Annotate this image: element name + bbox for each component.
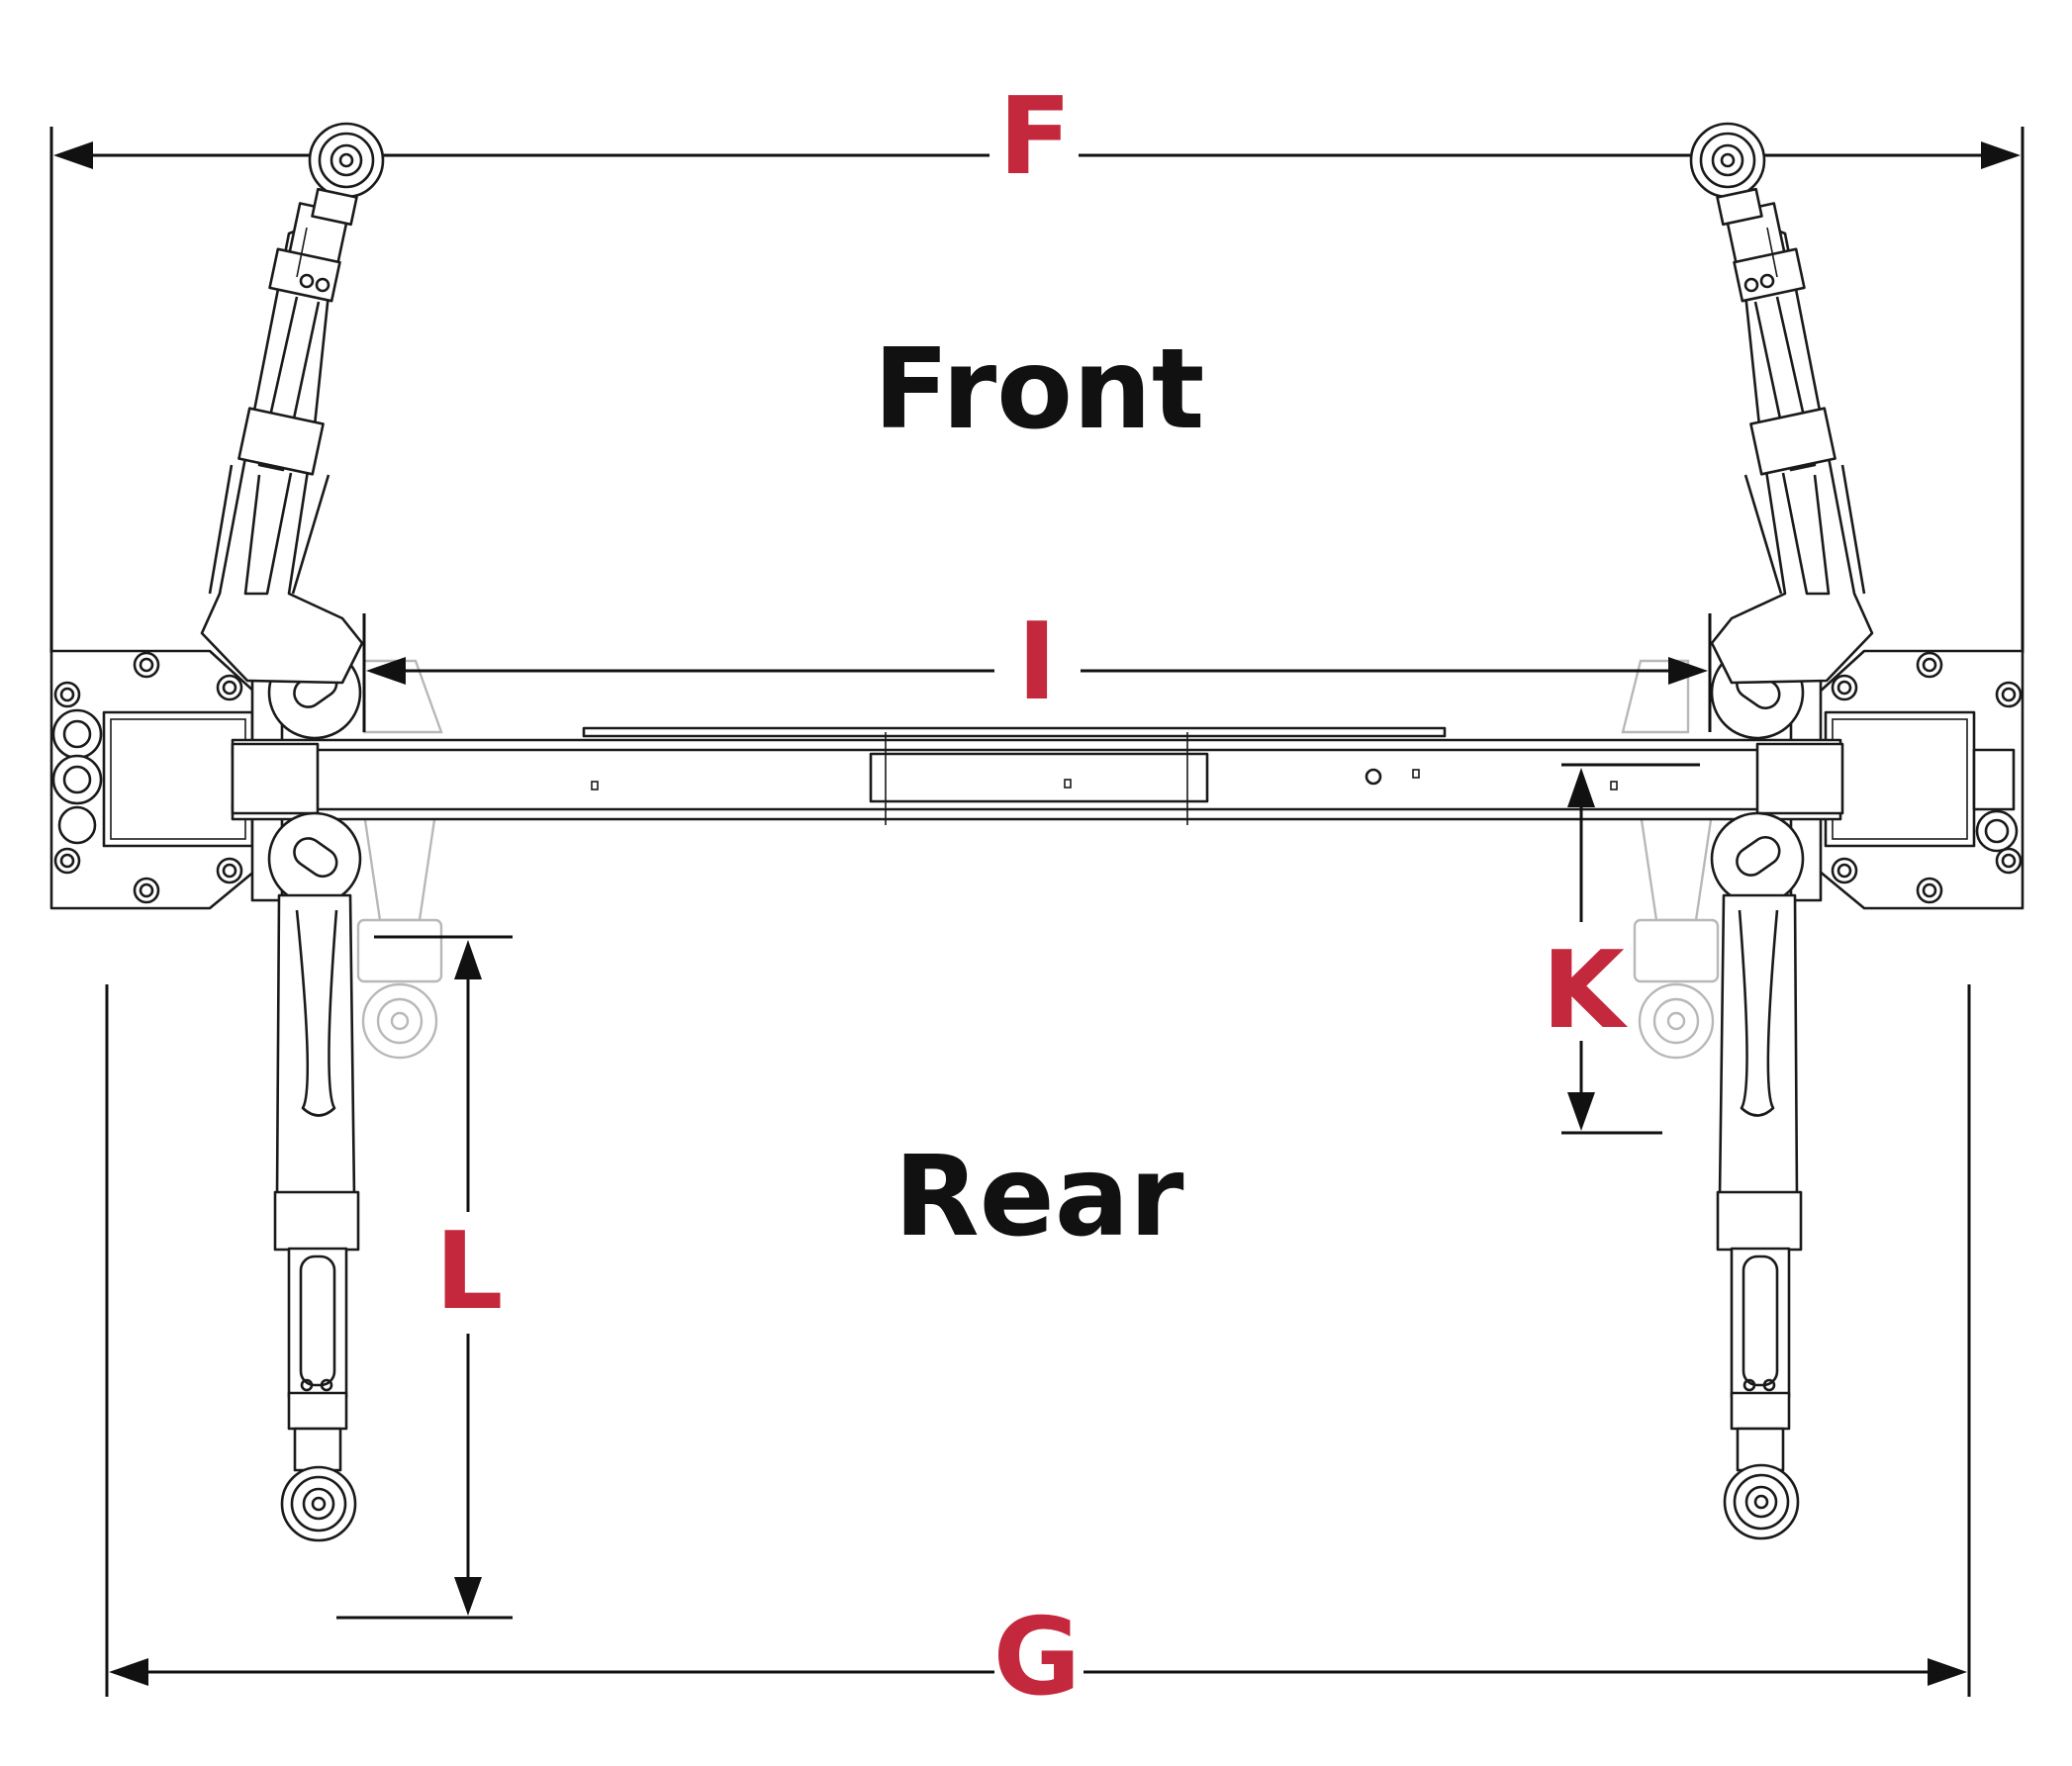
ghost-arm-right bbox=[1621, 659, 1720, 1060]
dimension-g: G bbox=[105, 984, 1971, 1720]
rear-arm-left bbox=[273, 893, 360, 1542]
rear-arm-right bbox=[1716, 893, 1803, 1540]
ghost-arm-left bbox=[356, 659, 443, 1060]
dimension-label-g: G bbox=[993, 1596, 1082, 1720]
dimension-label-k: K bbox=[1542, 929, 1628, 1053]
front-arm-right bbox=[1691, 124, 1872, 683]
dimension-l: L bbox=[336, 935, 513, 1620]
front-label: Front bbox=[874, 325, 1205, 454]
lift-structure bbox=[49, 124, 2025, 1542]
dimension-k: K bbox=[1542, 763, 1700, 1135]
dimension-label-f: F bbox=[998, 75, 1072, 199]
dimension-i: I bbox=[362, 601, 1712, 732]
rear-label: Rear bbox=[894, 1133, 1183, 1261]
dimension-f: F bbox=[49, 75, 2025, 653]
dimension-label-i: I bbox=[1017, 601, 1057, 724]
front-arm-left bbox=[202, 124, 383, 683]
dimension-label-l: L bbox=[435, 1210, 504, 1334]
cross-beam bbox=[231, 726, 1844, 825]
